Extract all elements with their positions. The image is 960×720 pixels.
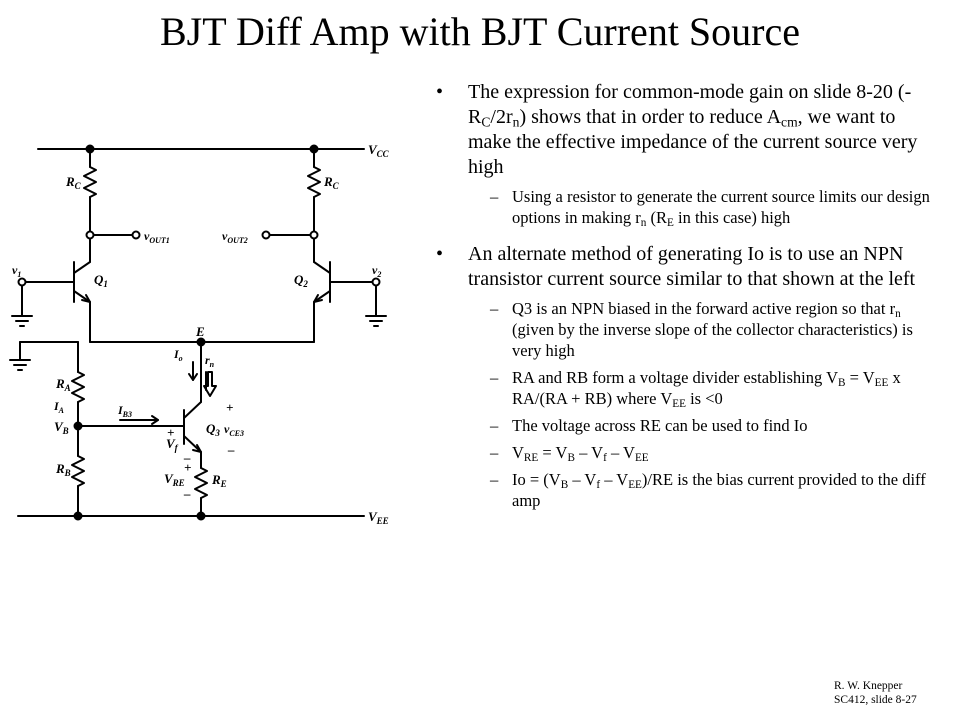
- vout2-label: vOUT2: [222, 229, 248, 245]
- ia-label: IA: [53, 399, 65, 415]
- sub-bullet-voltage-across-re: – The voltage across RE can be used to f…: [490, 416, 808, 435]
- vre-minus-sign: –: [183, 486, 191, 501]
- slide-title: BJT Diff Amp with BJT Current Source: [160, 9, 800, 54]
- credit-slide-number: SC412, slide 8-27: [834, 694, 917, 706]
- vre-plus-sign: +: [184, 460, 191, 475]
- vre-label: VRE: [164, 471, 185, 488]
- rc-right-resistor: [307, 166, 321, 198]
- ib3-label: IB3: [117, 403, 132, 419]
- bullet-dash: –: [490, 187, 499, 206]
- q1-label: Q1: [94, 272, 108, 289]
- bullet-common-mode-gain: • The expression for common-mode gain on…: [436, 81, 918, 178]
- sub-bullet-resistor-limits: – Using a resistor to generate the curre…: [490, 187, 930, 229]
- rb-label: RB: [55, 461, 71, 478]
- vf-label: Vf: [166, 436, 179, 453]
- rn-hollow-arrow: [203, 371, 217, 397]
- rc-left-label: RC: [65, 174, 82, 191]
- node-e-label: E: [195, 324, 205, 339]
- io-label: Io: [173, 347, 183, 363]
- ra-resistor: [71, 371, 85, 403]
- rn-label: rn: [205, 353, 215, 369]
- bullet-dash: –: [490, 299, 499, 318]
- vf-plus-sign: +: [167, 425, 174, 440]
- vce3-minus-sign: –: [227, 442, 235, 457]
- vb-label: VB: [54, 419, 69, 436]
- bullet-dot: •: [436, 243, 444, 265]
- slide-credit: R. W. Knepper SC412, slide 8-27: [834, 679, 917, 707]
- bullet-dash: –: [490, 416, 499, 435]
- sub-bullet-vre-equation: – VRE = VB – Vf – VEE: [490, 443, 649, 464]
- vee-label: VEE: [368, 509, 389, 526]
- v2-label: v2: [372, 263, 381, 279]
- bullet-dot: •: [436, 81, 444, 103]
- vcc-label: VCC: [368, 142, 390, 159]
- re-resistor: [194, 467, 208, 499]
- vce3-plus-sign: +: [226, 400, 233, 415]
- bullet-dash: –: [490, 470, 499, 489]
- vout1-label: vOUT1: [144, 229, 170, 245]
- credit-author: R. W. Knepper: [834, 680, 903, 692]
- q2-label: Q2: [294, 272, 308, 289]
- q3-transistor: [183, 401, 202, 453]
- v1-label: v1: [12, 263, 21, 279]
- bullet-dash: –: [490, 443, 499, 462]
- circuit-diagram: VCC VEE RC RC vOUT1 vOUT2 v1 v2 Q1 Q2 Q3…: [9, 142, 390, 526]
- bullet-dash: –: [490, 368, 499, 387]
- ra-label: RA: [55, 376, 71, 393]
- re-label: RE: [211, 472, 227, 489]
- vf-minus-sign: –: [183, 450, 191, 465]
- rb-resistor: [71, 455, 85, 487]
- bullet-list: • The expression for common-mode gain on…: [432, 80, 940, 511]
- rc-right-label: RC: [323, 174, 340, 191]
- sub-bullet-q3-biased: – Q3 is an NPN biased in the forward act…: [490, 299, 913, 360]
- vce3-label: vCE3: [224, 422, 244, 438]
- sub-bullet-io-equation: – Io = (VB – Vf – VEE)/RE is the bias cu…: [490, 470, 926, 510]
- rc-left-resistor: [83, 166, 97, 198]
- q1-transistor: [73, 261, 91, 303]
- bullet-alternate-method: • An alternate method of generating Io i…: [436, 243, 916, 290]
- q2-transistor: [313, 261, 331, 303]
- q3-label: Q3: [206, 421, 220, 438]
- sub-bullet-voltage-divider: – RA and RB form a voltage divider estab…: [490, 368, 901, 410]
